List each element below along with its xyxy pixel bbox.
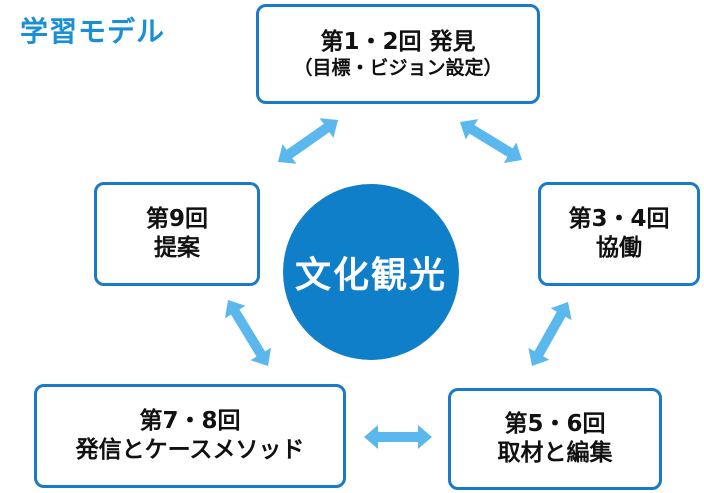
stage-proposal-subtitle: 提案 <box>154 235 200 261</box>
stage-proposal-box: 第9回 提案 <box>94 182 260 286</box>
center-circle: 文化観光 <box>283 184 459 360</box>
stage-editing-box: 第5・6回 取材と編集 <box>448 388 662 490</box>
arrow-publishing-proposal <box>225 300 271 366</box>
arrow-editing-publishing <box>364 425 432 449</box>
stage-publishing-heading: 第7・8回 <box>139 408 241 435</box>
stage-proposal-heading: 第9回 <box>145 206 208 233</box>
stage-publishing-subtitle: 発信とケースメソッド <box>75 437 305 463</box>
stage-editing-subtitle: 取材と編集 <box>497 440 613 466</box>
page-title: 学習モデル <box>20 15 166 48</box>
stage-discovery-subtitle: （目標・ビジョン設定） <box>293 56 503 79</box>
stage-editing-heading: 第5・6回 <box>504 411 606 438</box>
arrow-discovery-proposal <box>278 118 338 164</box>
stage-publishing-box: 第7・8回 発信とケースメソッド <box>34 384 346 488</box>
center-label: 文化観光 <box>294 255 447 296</box>
stage-discovery-box: 第1・2回 発見 （目標・ビジョン設定） <box>256 4 540 104</box>
arrow-collaboration-editing <box>528 302 572 366</box>
stage-collaboration-heading: 第3・4回 <box>568 206 670 233</box>
arrow-discovery-collaboration <box>460 119 522 163</box>
stage-collaboration-box: 第3・4回 協働 <box>538 182 700 286</box>
stage-discovery-heading: 第1・2回 発見 <box>320 28 476 55</box>
stage-collaboration-subtitle: 協働 <box>596 235 642 261</box>
